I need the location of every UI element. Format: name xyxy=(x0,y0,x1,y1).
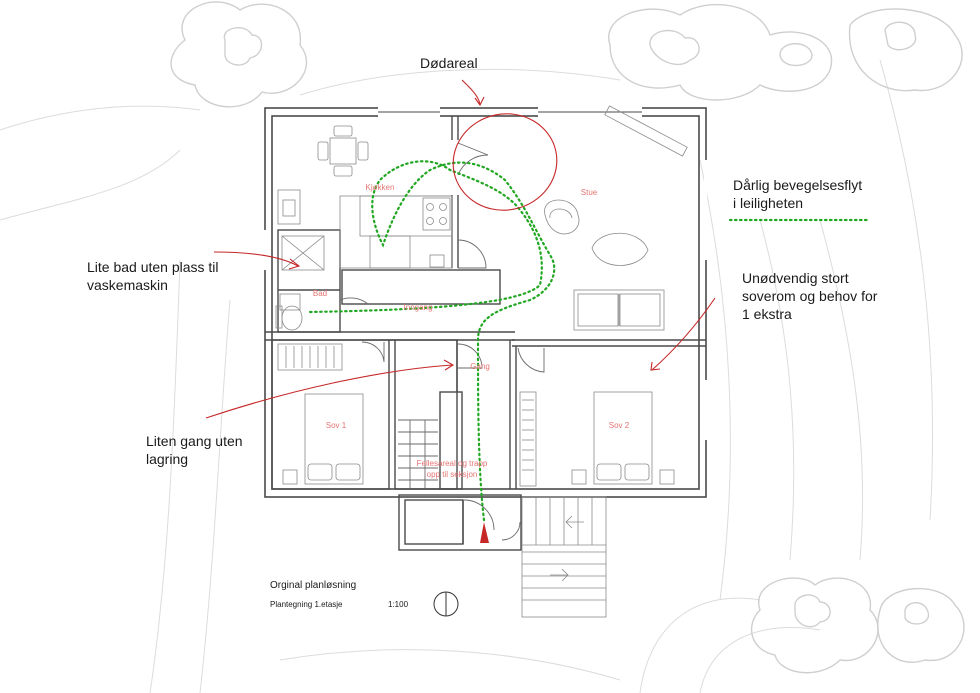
dead-area-circle xyxy=(452,113,558,211)
annotation-bad-flow-2: i leiligheten xyxy=(733,195,803,211)
annotation-small-hall-1: Liten gang uten xyxy=(146,433,243,449)
sofa xyxy=(573,289,665,331)
annotation-small-bath-1: Lite bad uten plass til xyxy=(87,259,219,275)
annotation-small-hall-2: lagring xyxy=(146,451,188,467)
furniture xyxy=(275,105,688,487)
annotation-marks xyxy=(205,79,716,419)
annotation-big-bedroom-1: Unødvendig stort xyxy=(742,270,849,286)
exterior-walls xyxy=(264,107,707,498)
room-bath: Bad xyxy=(313,289,327,298)
dining-table xyxy=(329,137,357,165)
armchair xyxy=(544,199,580,235)
bed-2 xyxy=(593,391,653,485)
room-stair-1: Fellesareal og trapp xyxy=(417,459,488,468)
annotation-labels: Dødareal Dårlig bevegelsesflyt i leiligh… xyxy=(87,55,878,467)
exterior-steps xyxy=(521,496,607,618)
caption-scale: 1:100 xyxy=(388,600,409,609)
caption-subtitle: Plantegning 1.etasje xyxy=(270,600,343,609)
room-stair-2: opp til seksjon xyxy=(427,470,478,479)
room-hall: Gang xyxy=(470,362,490,371)
annotation-dead-area: Dødareal xyxy=(420,55,478,71)
annotation-big-bedroom-3: 1 ekstra xyxy=(742,306,792,322)
annotation-big-bedroom-2: soverom og behov for xyxy=(742,288,878,304)
caption-title: Orginal planløsning xyxy=(270,580,356,591)
tree-bottom-right xyxy=(750,577,965,674)
room-kitchen: Kjøkken xyxy=(366,183,395,192)
window-openings xyxy=(264,107,707,440)
tree-top-left xyxy=(170,1,307,108)
tree-top-right xyxy=(608,3,963,101)
room-living: Stue xyxy=(581,188,598,197)
entrance-arrow xyxy=(480,522,489,543)
annotation-bad-flow-1: Dårlig bevegelsesflyt xyxy=(733,177,862,193)
room-entrance: Inngang xyxy=(404,303,433,312)
interior-walls xyxy=(265,116,706,551)
kitchen-counter xyxy=(339,195,453,269)
landscape-contours xyxy=(0,59,934,693)
plan-caption: Orginal planløsning Plantegning 1.etasje… xyxy=(270,580,409,609)
bed-1 xyxy=(304,393,364,485)
coffee-table xyxy=(591,232,649,266)
room-bed-1: Sov 1 xyxy=(326,421,347,430)
stairs xyxy=(398,419,438,489)
room-labels: Kjøkken Stue Bad Inngang Gang Sov 1 Sov … xyxy=(313,183,630,479)
room-bed-2: Sov 2 xyxy=(609,421,630,430)
door-swings xyxy=(339,142,545,541)
north-arrow-icon xyxy=(433,591,459,617)
annotation-small-bath-2: vaskemaskin xyxy=(87,277,168,293)
movement-flow-line xyxy=(308,160,870,522)
